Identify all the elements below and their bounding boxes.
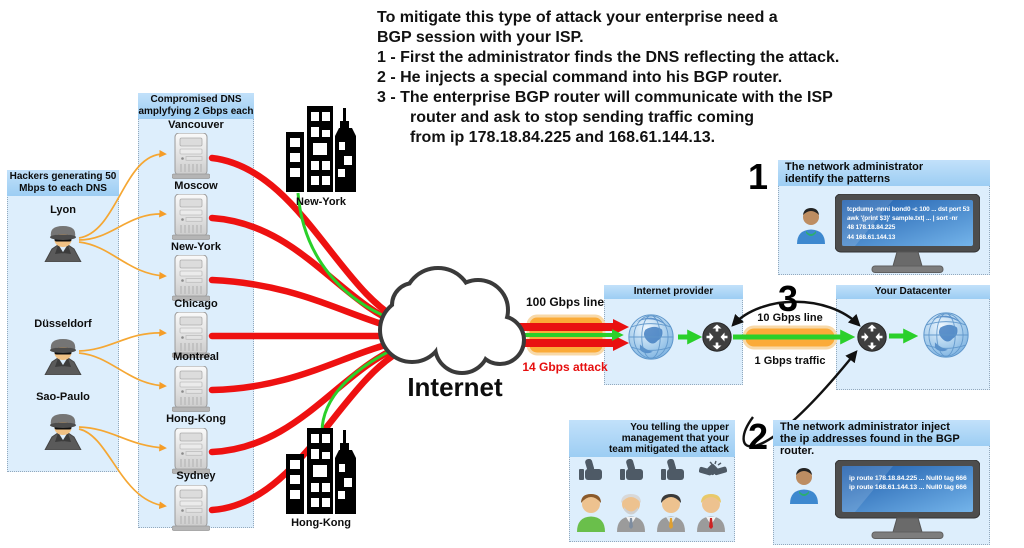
step2-header-line: The network administrator inject [780, 421, 950, 433]
terminal-line: ip route 178.18.84.225 ... Null0 tag 666 [849, 475, 967, 482]
intro-text: To mitigate this type of attack your ent… [377, 8, 839, 148]
skyline-icon-new-york [286, 106, 356, 192]
intro-line: 1 - First the administrator finds the DN… [377, 49, 840, 66]
dns-label-vancouver: Vancouver [168, 119, 224, 131]
isp-capacity-bar [526, 314, 606, 356]
management-header-line: team mitigated the attack [608, 444, 729, 455]
terminal-line: tcpdump -nnni bond0 -c 100 ... dst port … [847, 206, 970, 213]
step2-number: 2 [748, 416, 769, 457]
management-header-line: management that your [621, 433, 729, 444]
intro-line: router and ask to stop sending traffic c… [410, 109, 755, 126]
step2-terminal: ip route 178.18.84.225 ... Null0 tag 666… [849, 474, 967, 492]
provider-box-header: Internet provider [604, 285, 743, 299]
intro-line: BGP session with your ISP. [377, 29, 584, 46]
city-label-new-york: New-York [296, 196, 346, 208]
dns-box-header: Compromised DNS amplyfying 2 Gbps each [138, 93, 254, 119]
step1-number: 1 [748, 156, 769, 197]
terminal-line: ip route 168.61.144.13 ... Null0 tag 666 [849, 484, 967, 492]
intro-line: 2 - He injects a special command into hi… [377, 69, 783, 86]
step1-header-line: The network administrator [785, 161, 924, 173]
dns-label-moscow: Moscow [174, 180, 218, 192]
internet-label: Internet [407, 372, 503, 402]
datacenter-box-header: Your Datacenter [836, 285, 990, 299]
city-label-hong-kong: Hong-Kong [291, 517, 351, 529]
intro-line: 3 - The enterprise BGP router will commu… [377, 89, 833, 106]
internet-provider-box [604, 285, 743, 385]
dc-traffic-label: 1 Gbps traffic [754, 355, 826, 367]
hackers-box-header: Hackers generating 50 Mbps to each DNS [7, 170, 119, 196]
datacenter-line-bar [742, 325, 838, 350]
attack-label: 14 Gbps attack [522, 360, 608, 374]
hacker-label-sao-paulo: Sao-Paulo [36, 391, 90, 403]
skyline-icon-hong-kong [286, 428, 356, 514]
management-box-header: You telling the upper management that yo… [569, 420, 735, 457]
cloud-to-isp-arrows [505, 319, 629, 351]
dns-label-sydney: Sydney [176, 470, 216, 482]
cloud-icon [378, 266, 526, 375]
step2-header-line: the ip addresses found in the BGP router… [780, 433, 960, 457]
step2-box-header: The network administrator inject the ip … [773, 420, 990, 457]
step1-box-header: The network administrator identify the p… [778, 160, 990, 186]
intro-line: from ip 178.18.84.225 and 168.61.144.13. [410, 129, 716, 146]
dns-box [138, 93, 254, 528]
dns-label-montreal: Montreal [173, 351, 219, 363]
hacker-label-dusseldorf: Düsseldorf [34, 318, 92, 330]
step1-header-line: identify the patterns [785, 173, 891, 185]
datacenter-box [836, 285, 990, 390]
terminal-line: 44 168.61.144.13 [847, 233, 896, 241]
hacker-label-lyon: Lyon [50, 204, 76, 216]
isp-line-label: 100 Gbps line [525, 295, 605, 309]
step1-terminal: tcpdump -nnni bond0 -c 100 ... dst port … [847, 205, 970, 242]
terminal-line: 48 178.18.84.225 [847, 224, 896, 232]
dns-label-chicago: Chicago [174, 298, 218, 310]
dns-label-hong-kong: Hong-Kong [166, 413, 226, 425]
step3-number: 3 [778, 278, 799, 319]
intro-line: To mitigate this type of attack your ent… [377, 9, 778, 26]
management-header-line: You telling the upper [630, 422, 729, 433]
dns-label-new-york: New-York [171, 241, 221, 253]
terminal-line: awk '{print $3}' sample.txt| ... | sort … [847, 215, 958, 223]
